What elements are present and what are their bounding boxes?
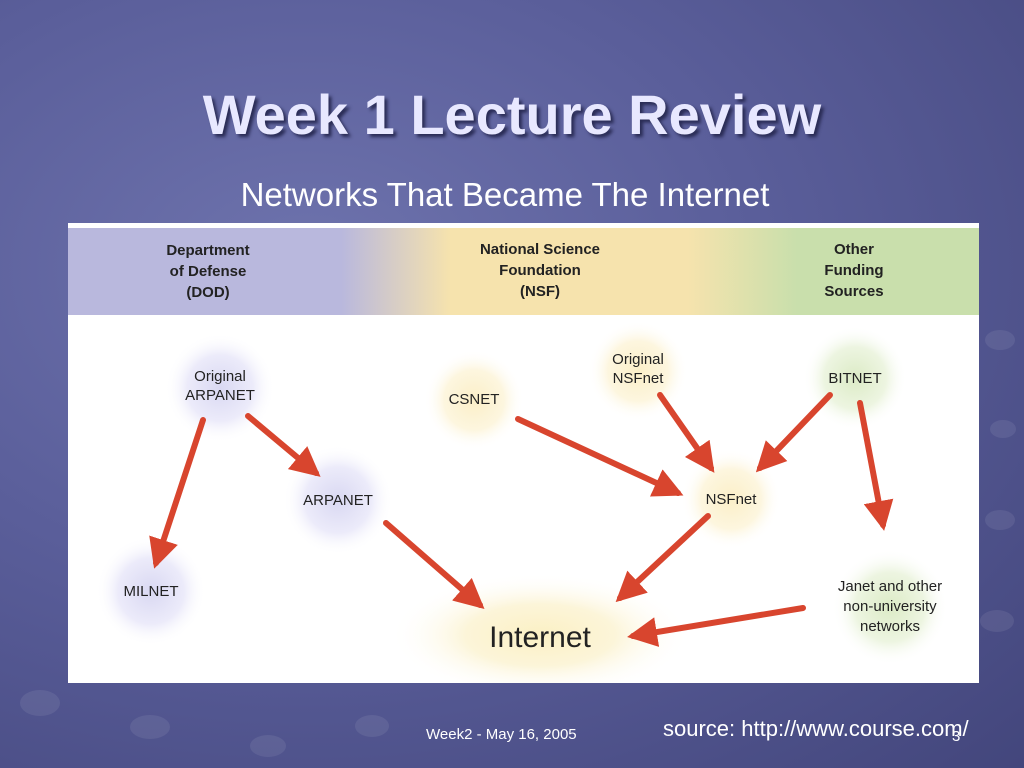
slide-title: Week 1 Lecture Review bbox=[202, 83, 822, 146]
slide-subtitle: Networks That Became The Internet bbox=[240, 176, 770, 213]
header-dod-line3: (DOD) bbox=[186, 284, 229, 301]
node-glow-janet bbox=[832, 549, 948, 665]
node-janet: Janet and other non-university networks bbox=[838, 578, 942, 635]
header-other: Other Funding Sources bbox=[824, 241, 883, 300]
network-diagram: Department of Defense (DOD) National Sci… bbox=[68, 223, 979, 683]
node-original-nsfnet: Original NSFnet bbox=[612, 351, 664, 387]
arrow-bitnet-to-nsfnet bbox=[755, 392, 833, 473]
arrow-bitnet-to-janet bbox=[857, 400, 894, 531]
header-dod: Department of Defense (DOD) bbox=[166, 242, 249, 301]
node-original-arpanet: Original ARPANET bbox=[185, 368, 255, 404]
node-janet-line1: Janet and other bbox=[838, 578, 942, 595]
arrow-arpanet-to-internet bbox=[383, 520, 485, 609]
header-other-line2: Funding bbox=[824, 262, 883, 279]
node-original-nsfnet-line1: Original bbox=[612, 351, 664, 368]
background-bubble bbox=[985, 510, 1015, 530]
source-citation: source: http://www.course.com/ bbox=[663, 716, 969, 741]
background-bubble bbox=[130, 715, 170, 739]
header-dod-line1: Department bbox=[166, 242, 249, 259]
arrow-original-arpanet-to-arpanet bbox=[245, 413, 321, 477]
background-bubble bbox=[20, 690, 60, 716]
arrow-original-arpanet-to-milnet bbox=[149, 417, 206, 569]
node-glow-milnet bbox=[96, 536, 206, 646]
header-other-line3: Sources bbox=[824, 283, 883, 300]
node-original-nsfnet-line2: NSFnet bbox=[613, 370, 665, 387]
header-nsf-line3: (NSF) bbox=[520, 283, 560, 300]
node-internet: Internet bbox=[489, 621, 591, 654]
arrow-original-nsfnet-to-nsfnet bbox=[657, 392, 715, 473]
node-csnet: CSNET bbox=[449, 391, 500, 408]
arrow-nsfnet-to-internet bbox=[615, 513, 711, 603]
footer-date: Week2 - May 16, 2005 bbox=[426, 726, 577, 743]
header-nsf-line2: Foundation bbox=[499, 262, 581, 279]
node-glow-bitnet bbox=[803, 326, 907, 430]
node-janet-line2: non-university bbox=[843, 598, 937, 615]
background-bubble bbox=[355, 715, 389, 737]
background-bubble bbox=[980, 610, 1014, 632]
background-bubble bbox=[250, 735, 286, 757]
node-milnet: MILNET bbox=[123, 583, 178, 600]
header-dod-line2: of Defense bbox=[170, 263, 247, 280]
node-janet-line3: networks bbox=[860, 618, 920, 635]
node-glow-nsfnet bbox=[681, 449, 781, 549]
header-nsf-line1: National Science bbox=[480, 241, 600, 258]
background-bubble bbox=[985, 330, 1015, 350]
header-nsf: National Science Foundation (NSF) bbox=[480, 241, 600, 300]
background-bubble bbox=[990, 420, 1016, 438]
arrow-csnet-to-nsfnet bbox=[515, 416, 684, 497]
header-other-line1: Other bbox=[834, 241, 874, 258]
node-nsfnet: NSFnet bbox=[706, 491, 758, 508]
node-arpanet: ARPANET bbox=[303, 492, 373, 509]
page-number: 3 bbox=[952, 728, 961, 745]
funding-header-band bbox=[68, 228, 979, 315]
node-original-arpanet-line1: Original bbox=[194, 368, 246, 385]
node-bitnet: BITNET bbox=[828, 370, 881, 387]
diagram-canvas: Department of Defense (DOD) National Sci… bbox=[68, 228, 979, 683]
node-original-arpanet-line2: ARPANET bbox=[185, 387, 255, 404]
arrow-janet-to-internet bbox=[627, 605, 806, 647]
node-glow-csnet bbox=[424, 350, 524, 450]
